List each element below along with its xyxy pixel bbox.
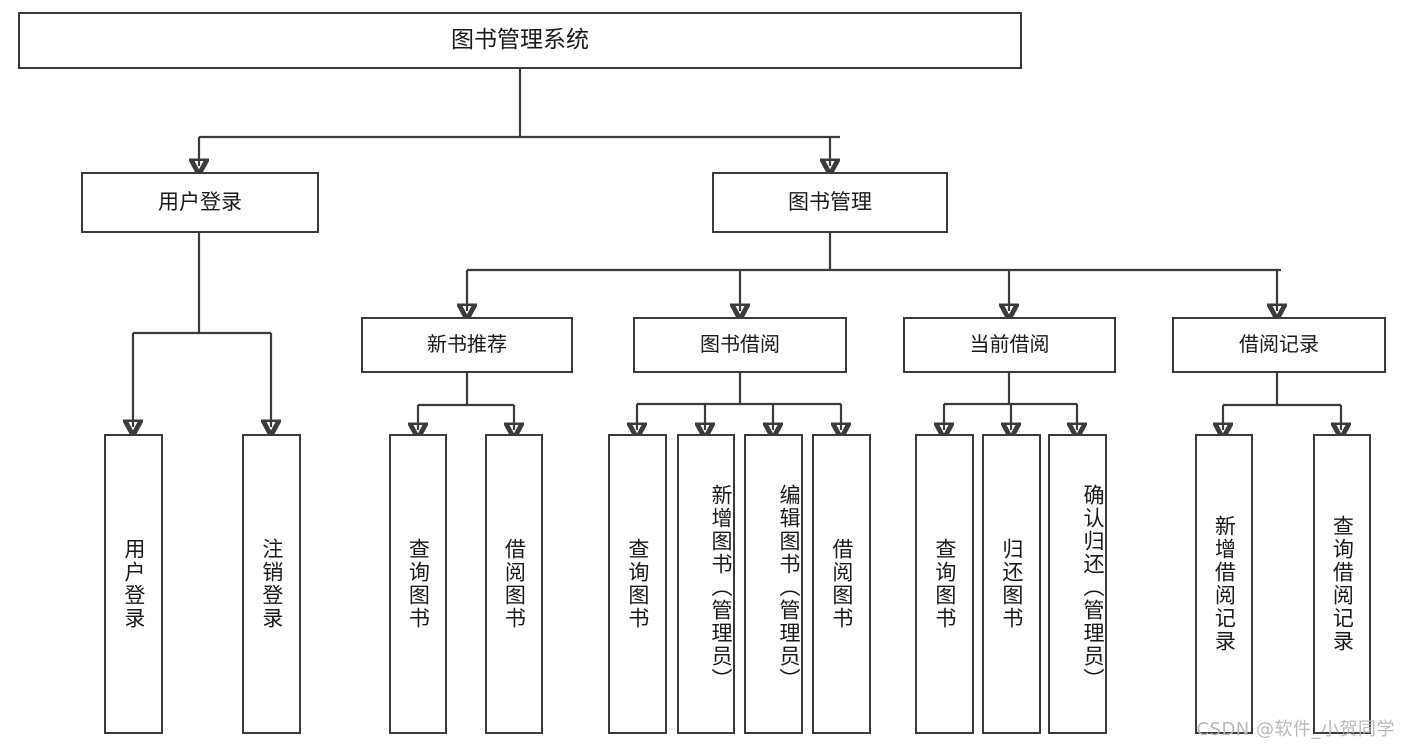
node-current-borrow[interactable]: 当前借阅 (903, 317, 1116, 373)
node-leaf-user-login[interactable]: 用户登录 (104, 434, 163, 734)
node-new-book-recommend[interactable]: 新书推荐 (361, 317, 573, 373)
connector-root-to-level2 (199, 69, 840, 166)
node-book-manage[interactable]: 图书管理 (712, 172, 948, 233)
csdn-watermark: CSDN @软件_小贺同学 (1196, 719, 1395, 740)
node-leaf-query-borrow-record[interactable]: 查询借阅记录 (1313, 434, 1371, 734)
node-leaf-borrow-book[interactable]: 借阅图书 (812, 434, 871, 734)
connector-book-borrow-to-leaves (637, 373, 841, 430)
node-leaf-return-book[interactable]: 归还图书 (982, 434, 1041, 734)
node-root-system[interactable]: 图书管理系统 (18, 12, 1022, 69)
node-leaf-edit-book[interactable]: 编辑图书（管理员） (744, 434, 803, 734)
node-leaf-query-book-borrow[interactable]: 查询图书 (608, 434, 667, 734)
connector-book-manage-to-level3 (467, 233, 1281, 311)
node-leaf-query-book-recommend[interactable]: 查询图书 (389, 434, 447, 734)
connector-borrow-record-to-leaves (1223, 373, 1341, 430)
node-leaf-logout-login[interactable]: 注销登录 (242, 434, 301, 734)
node-leaf-add-book[interactable]: 新增图书（管理员） (677, 434, 735, 734)
node-leaf-add-borrow-record[interactable]: 新增借阅记录 (1195, 434, 1253, 734)
node-leaf-borrow-book-recommend[interactable]: 借阅图书 (485, 434, 543, 734)
connector-user-login-to-leaves (133, 233, 271, 427)
node-leaf-confirm-return[interactable]: 确认归还（管理员） (1048, 434, 1107, 734)
connector-current-borrow-to-leaves (944, 373, 1077, 430)
node-book-borrow[interactable]: 图书借阅 (633, 317, 847, 373)
node-leaf-query-book-current[interactable]: 查询图书 (915, 434, 974, 734)
node-borrow-record[interactable]: 借阅记录 (1172, 317, 1386, 373)
connector-new-book-recommend-to-leaves (418, 373, 514, 430)
node-user-login[interactable]: 用户登录 (81, 172, 319, 233)
